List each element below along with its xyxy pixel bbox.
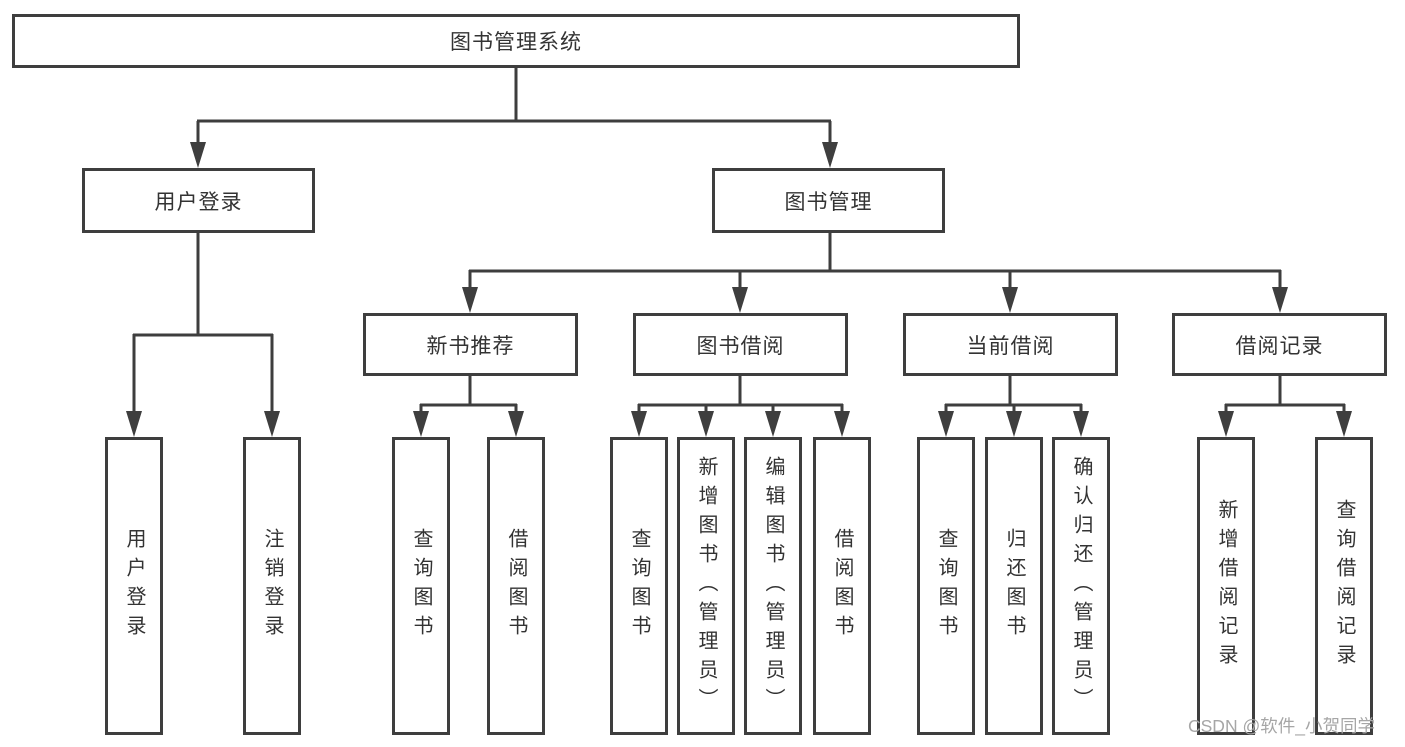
leaf-user-login-label: 用户登录 xyxy=(123,528,145,644)
leaf-borrow-books-recommend: 借阅图书 xyxy=(487,437,545,735)
leaf-add-borrow-record: 新增借阅记录 xyxy=(1197,437,1255,735)
node-current-borrowing-label: 当前借阅 xyxy=(966,334,1055,358)
leaf-borrow-books-label: 借阅图书 xyxy=(831,528,853,644)
leaf-query-books-current-label: 查询图书 xyxy=(935,528,957,644)
leaf-logout-label: 注销登录 xyxy=(261,528,283,644)
leaf-query-books-borrowing-label: 查询图书 xyxy=(628,528,650,644)
node-root: 图书管理系统 xyxy=(12,14,1020,68)
leaf-add-books-admin: 新增图书（管理员） xyxy=(677,437,735,735)
leaf-query-books-recommend-label: 查询图书 xyxy=(410,528,432,644)
leaf-query-borrow-record: 查询借阅记录 xyxy=(1315,437,1373,735)
leaf-query-books-borrowing: 查询图书 xyxy=(610,437,668,735)
leaf-query-books-recommend: 查询图书 xyxy=(392,437,450,735)
node-book-borrowing-label: 图书借阅 xyxy=(696,334,785,358)
leaf-query-books-current: 查询图书 xyxy=(917,437,975,735)
node-borrow-records-label: 借阅记录 xyxy=(1235,334,1324,358)
leaf-return-books-label: 归还图书 xyxy=(1003,528,1025,644)
node-user-login-label: 用户登录 xyxy=(154,190,243,214)
node-current-borrowing: 当前借阅 xyxy=(903,313,1118,376)
leaf-confirm-return-admin-label: 确认归还（管理员） xyxy=(1070,455,1092,717)
leaf-edit-books-admin: 编辑图书（管理员） xyxy=(744,437,802,735)
node-new-book-recommend-label: 新书推荐 xyxy=(426,334,515,358)
node-borrow-records: 借阅记录 xyxy=(1172,313,1387,376)
leaf-user-login: 用户登录 xyxy=(105,437,163,735)
leaf-borrow-books: 借阅图书 xyxy=(813,437,871,735)
node-book-management: 图书管理 xyxy=(712,168,945,233)
node-user-login: 用户登录 xyxy=(82,168,315,233)
leaf-query-borrow-record-label: 查询借阅记录 xyxy=(1333,499,1355,673)
leaf-return-books: 归还图书 xyxy=(985,437,1043,735)
leaf-edit-books-admin-label: 编辑图书（管理员） xyxy=(762,455,784,717)
csdn-watermark: CSDN @软件_小贺同学 xyxy=(1188,716,1375,736)
node-root-label: 图书管理系统 xyxy=(450,31,582,54)
leaf-borrow-books-recommend-label: 借阅图书 xyxy=(505,528,527,644)
leaf-confirm-return-admin: 确认归还（管理员） xyxy=(1052,437,1110,735)
leaf-add-books-admin-label: 新增图书（管理员） xyxy=(695,455,717,717)
leaf-logout: 注销登录 xyxy=(243,437,301,735)
node-book-borrowing: 图书借阅 xyxy=(633,313,848,376)
node-book-management-label: 图书管理 xyxy=(784,190,873,214)
leaf-add-borrow-record-label: 新增借阅记录 xyxy=(1215,499,1237,673)
node-new-book-recommend: 新书推荐 xyxy=(363,313,578,376)
